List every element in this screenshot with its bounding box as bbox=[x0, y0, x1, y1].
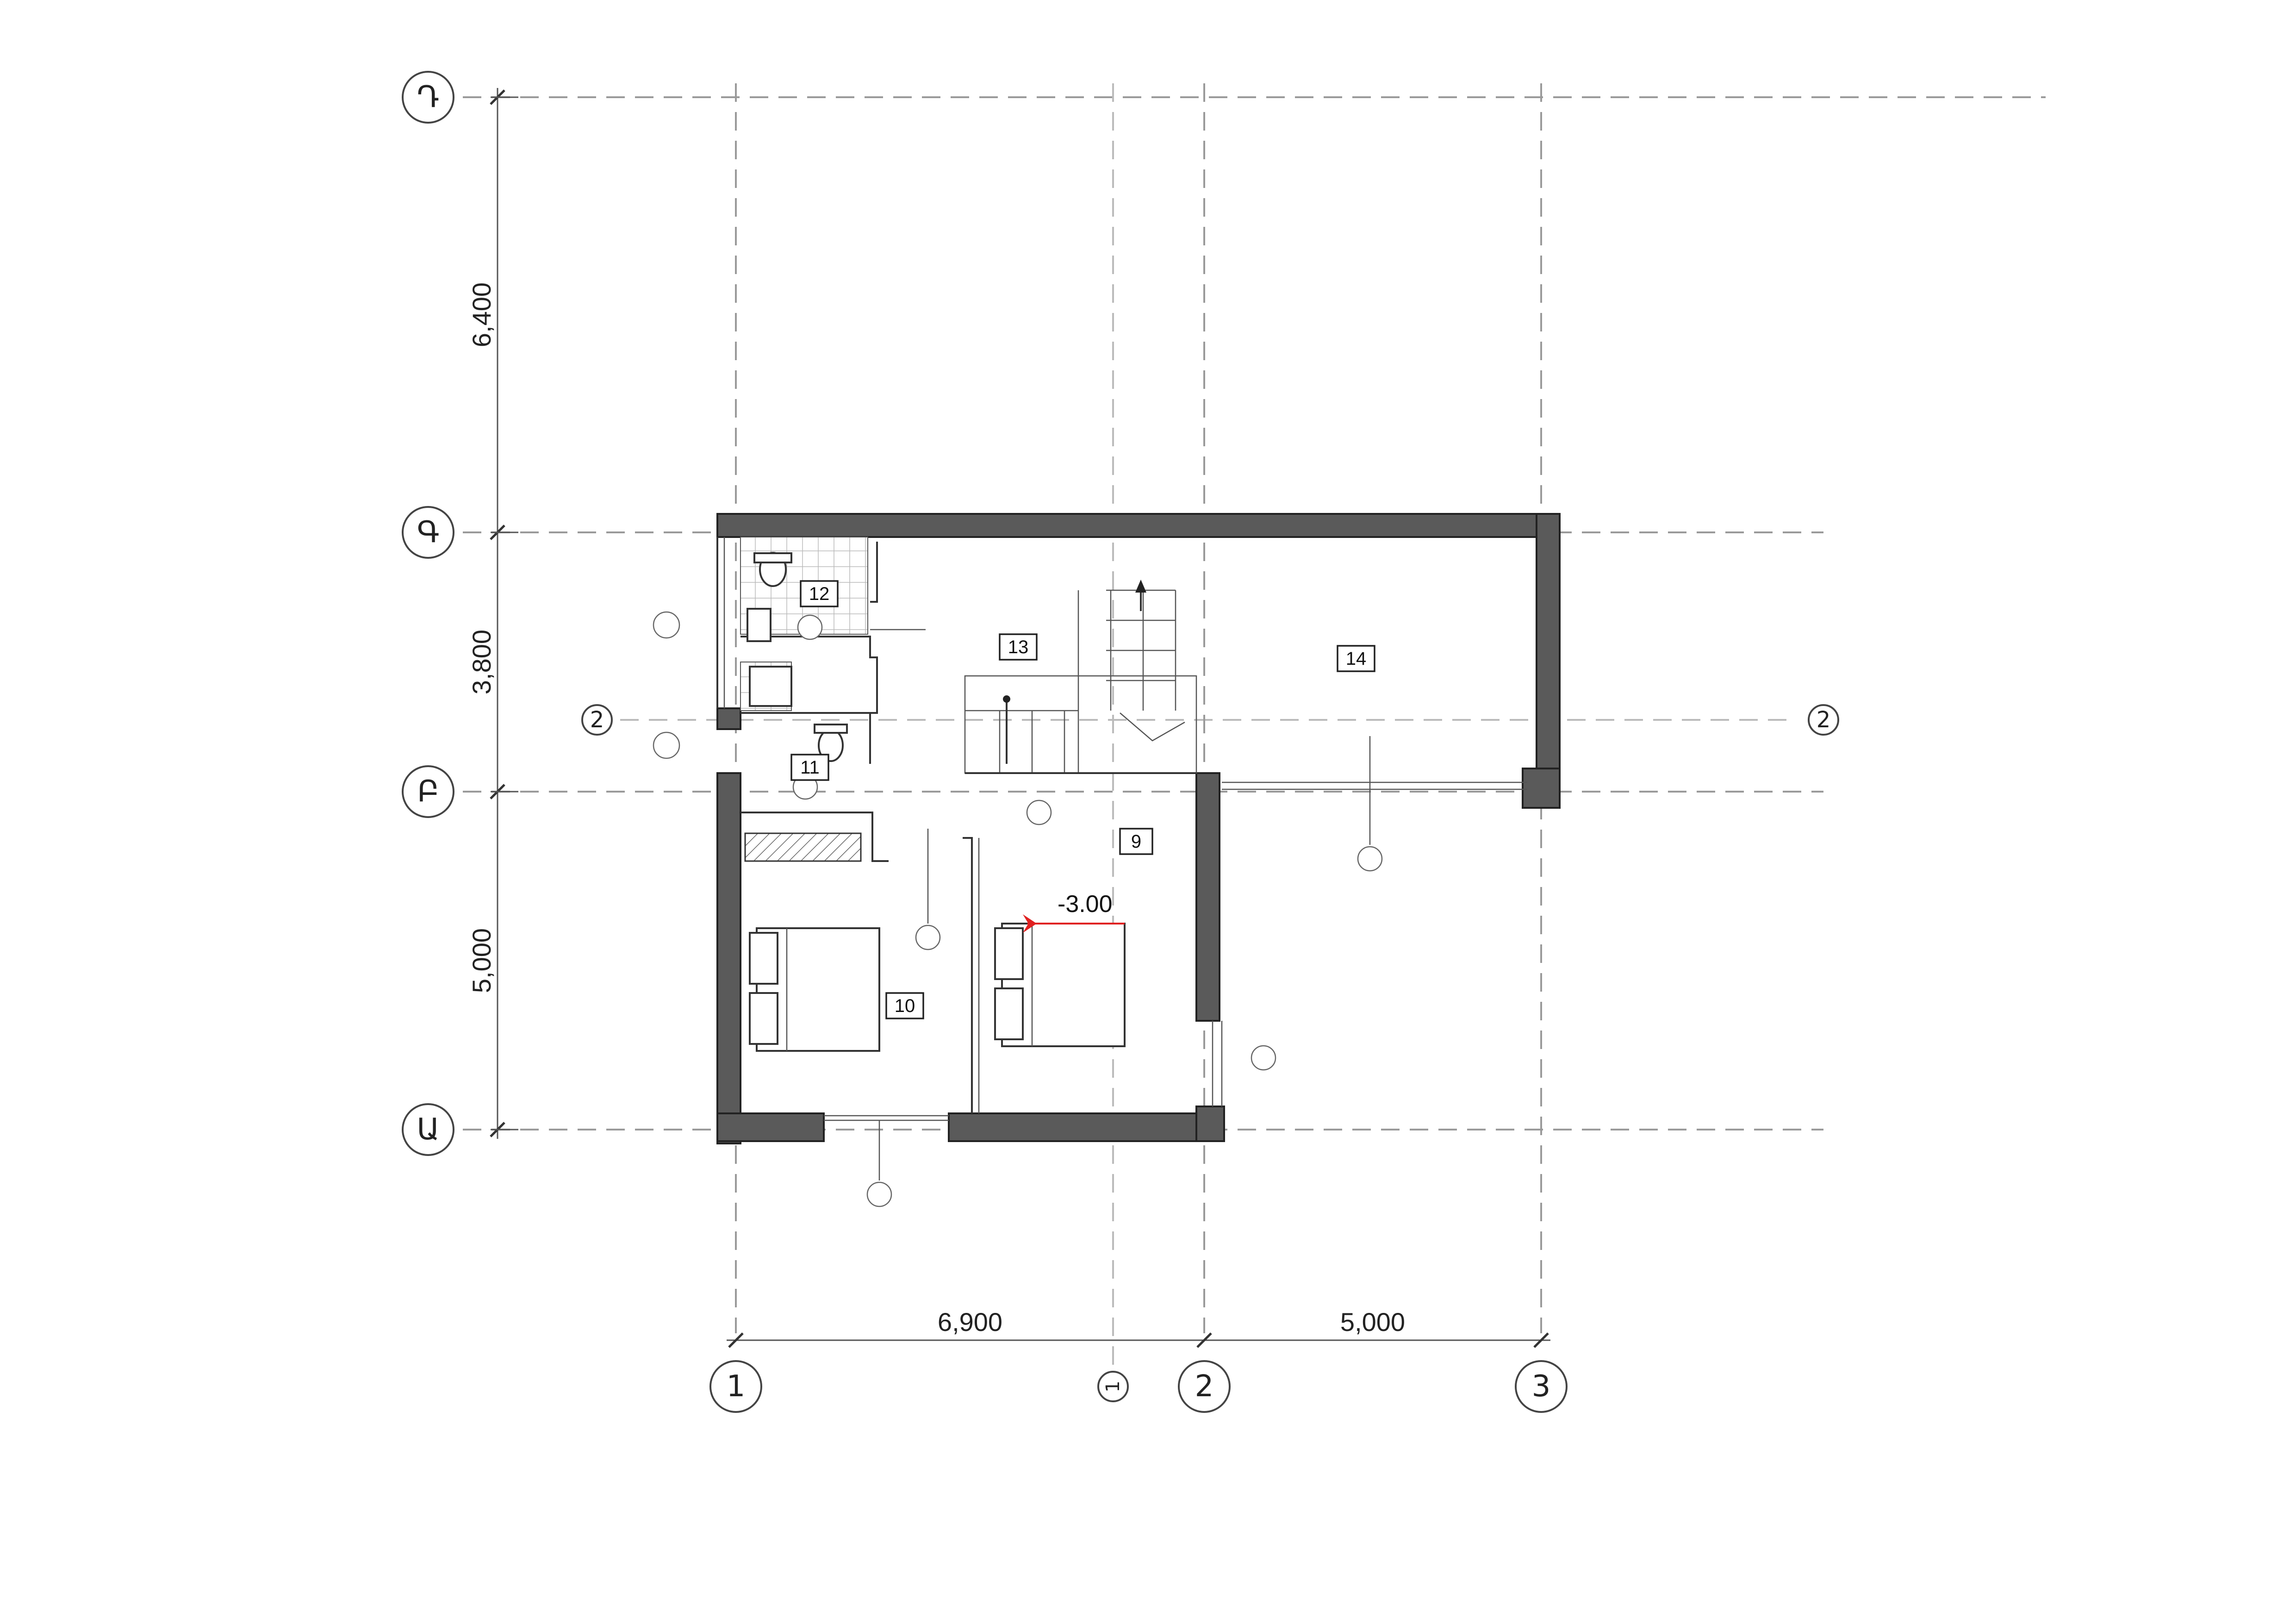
sink-icon bbox=[747, 608, 772, 642]
grid-lines bbox=[463, 83, 2046, 1370]
opening-tags bbox=[653, 611, 1383, 1207]
dim-5000-vertical: 5,000 bbox=[467, 928, 496, 993]
wall-interior-axis2 bbox=[1195, 772, 1220, 1022]
shower-tray-icon bbox=[749, 666, 792, 707]
bed-room-10 bbox=[749, 927, 880, 1052]
vertical-dimension-chain: 6,400 3,800 5,000 bbox=[467, 88, 518, 1139]
dim-6400: 6,400 bbox=[467, 282, 496, 347]
bathroom-fixtures bbox=[740, 537, 868, 762]
bed-room-9 bbox=[994, 923, 1126, 1047]
room-labels: 12 13 14 11 9 10 bbox=[790, 580, 1375, 1019]
col-label-1: 1 bbox=[727, 1369, 746, 1404]
row-axis-bubbles: Դ Գ Բ Ա bbox=[402, 71, 454, 1156]
row-label-d: Դ bbox=[417, 80, 439, 114]
walls bbox=[716, 513, 1561, 1144]
wall-left-stub bbox=[716, 707, 741, 730]
column-axis-bubbles: 1 1 2 3 bbox=[709, 1360, 1568, 1413]
wall-top bbox=[716, 513, 1561, 538]
room-number-11: 11 bbox=[800, 757, 820, 778]
wall-bottom-right bbox=[948, 1112, 1223, 1142]
level-mark: -3.00 bbox=[1023, 891, 1125, 933]
row-label-c: Գ bbox=[417, 515, 439, 550]
room-number-14: 14 bbox=[1346, 649, 1367, 669]
room-number-10: 10 bbox=[895, 996, 915, 1016]
section-mark-left: 2 bbox=[590, 707, 604, 733]
level-marker-icon bbox=[1023, 914, 1037, 933]
room-number-13: 13 bbox=[1008, 637, 1029, 657]
row-label-a: Ա bbox=[417, 1112, 439, 1147]
col-label-3: 3 bbox=[1532, 1369, 1551, 1404]
column-bottom-right bbox=[1195, 1106, 1225, 1142]
col-label-2: 2 bbox=[1195, 1369, 1214, 1404]
section-mark-right: 2 bbox=[1817, 707, 1831, 733]
dim-3800: 3,800 bbox=[467, 630, 496, 694]
section-marks: 2 2 bbox=[581, 704, 1839, 736]
wall-left-lower bbox=[716, 772, 741, 1144]
col-label-1a: 1 bbox=[1102, 1380, 1124, 1392]
column-right-bottom bbox=[1522, 768, 1561, 809]
room-number-12: 12 bbox=[809, 584, 830, 604]
dim-5000-horizontal: 5,000 bbox=[1340, 1307, 1405, 1337]
row-label-b: Բ bbox=[417, 775, 439, 809]
partitions bbox=[716, 537, 1527, 1121]
level-value: -3.00 bbox=[1058, 891, 1113, 918]
room-number-9: 9 bbox=[1131, 831, 1141, 852]
dim-6900: 6,900 bbox=[938, 1307, 1002, 1337]
wall-bottom-left bbox=[716, 1112, 825, 1142]
wardrobe-hatched bbox=[744, 832, 862, 862]
wall-right bbox=[1536, 513, 1561, 809]
horizontal-dimension-chain: 6,900 5,000 bbox=[727, 1307, 1550, 1348]
